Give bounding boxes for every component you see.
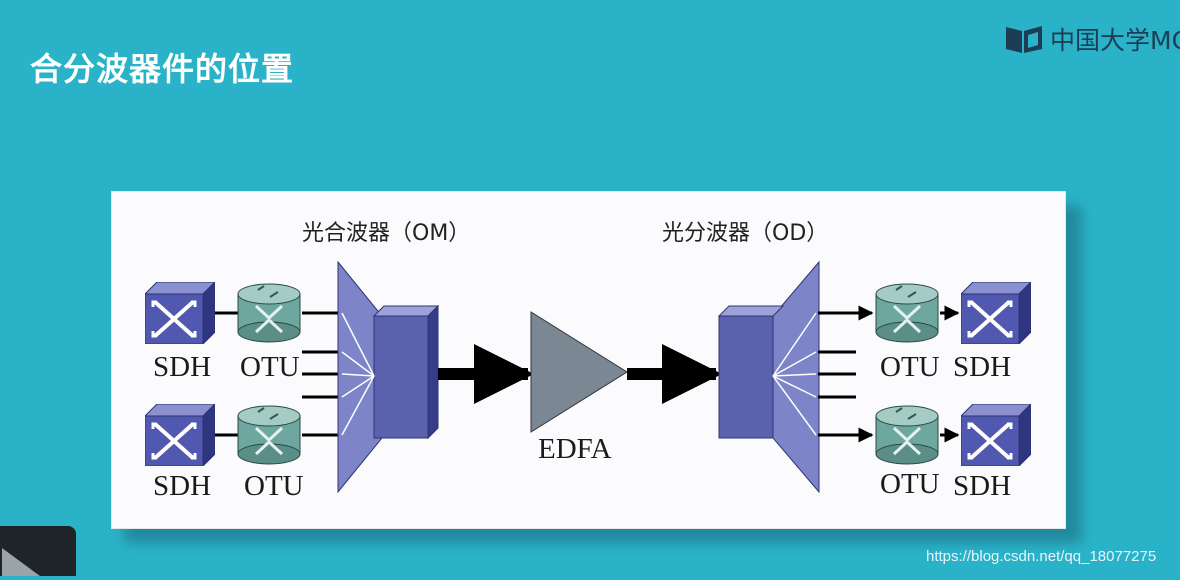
demultiplexer-od <box>717 260 820 494</box>
sdh-label: SDH <box>153 351 211 383</box>
video-player-corner[interactable] <box>0 526 76 576</box>
otu-label: OTU <box>880 468 940 500</box>
otu-label: OTU <box>244 470 304 502</box>
sdh-label: SDH <box>153 470 211 502</box>
input-fibers <box>302 350 340 399</box>
otu-icon <box>874 282 940 344</box>
wdm-diagram: 光合波器（OM） EDFA 光分波器（OD） SDH OTU SDH OTU O… <box>145 221 1031 502</box>
slide-title: 合分波器件的位置 <box>30 50 295 88</box>
book-logo-icon <box>1006 26 1042 53</box>
sdh-icon <box>961 404 1031 466</box>
sdh-icon <box>961 282 1031 344</box>
otu-label: OTU <box>880 351 940 383</box>
brand-logo: 中国大学MC <box>1004 22 1180 56</box>
otu-label: OTU <box>240 351 300 383</box>
sdh-icon <box>145 282 215 344</box>
watermark-url: https://blog.csdn.net/qq_18077275 <box>926 548 1157 565</box>
demultiplexer-label: 光分波器（OD） <box>662 221 828 246</box>
diagram-panel: 光合波器（OM） EDFA 光分波器（OD） SDH OTU SDH OTU O… <box>111 191 1066 529</box>
otu-icon <box>874 404 940 466</box>
otu-icon <box>236 404 302 466</box>
otu-icon <box>236 282 302 344</box>
edfa-label: EDFA <box>538 433 612 465</box>
edfa-amplifier <box>530 311 628 433</box>
sdh-icon <box>145 404 215 466</box>
sdh-label: SDH <box>953 351 1011 383</box>
output-fibers <box>818 350 856 399</box>
brand-text: 中国大学MC <box>1050 26 1180 55</box>
multiplexer-label: 光合波器（OM） <box>302 221 470 246</box>
multiplexer-om <box>337 260 440 494</box>
play-icon[interactable] <box>0 526 76 576</box>
sdh-label: SDH <box>953 470 1011 502</box>
